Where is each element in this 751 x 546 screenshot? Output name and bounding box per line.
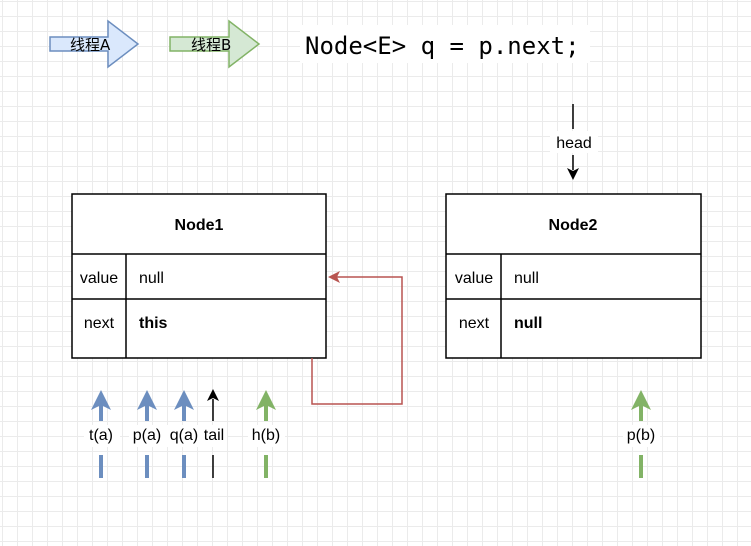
pointer-q-a: q(a): [167, 390, 201, 478]
node2-box: [445, 193, 702, 359]
node1: Node1 value null next this: [71, 193, 327, 359]
node1-box: [71, 193, 327, 359]
node2-next-field: next: [459, 315, 490, 332]
pointer-h-b-label-bg: [248, 425, 285, 447]
pointer-p-b-label-bg: [623, 425, 660, 447]
pointer-t-a-label: t(a): [89, 427, 113, 444]
node2-value-field: value: [455, 270, 493, 287]
head-label: head: [556, 135, 592, 152]
pointer-p-a-label-bg: [129, 425, 167, 447]
pointer-h-b-label: h(b): [252, 427, 280, 444]
pointer-tail-label-bg: [201, 425, 227, 447]
pointer-p-a-arrowhead: [137, 390, 157, 410]
pointer-t-a-label-bg: [84, 425, 120, 447]
pointer-tail-arrowhead: [207, 389, 219, 401]
legend-label-thread-b: 线程B: [191, 36, 231, 54]
legend-thread-a: 线程A: [49, 19, 140, 69]
pointer-h-b-arrowhead: [256, 390, 276, 410]
pointer-q-a-arrowhead: [174, 390, 194, 410]
pointer-p-b-arrowhead: [631, 390, 651, 410]
legend-label-thread-a: 线程A: [70, 36, 111, 54]
pointer-h-b: h(b): [248, 390, 285, 478]
pointer-t-a-arrowhead: [91, 390, 111, 410]
pointer-tail: tail: [201, 389, 227, 478]
node1-title: Node1: [175, 217, 224, 234]
pointer-p-b-label: p(b): [627, 427, 655, 444]
node1-next-field: next: [84, 315, 115, 332]
pointer-p-b: p(b): [623, 390, 660, 478]
pointer-q-a-label-bg: [167, 425, 201, 447]
node1-value: null: [139, 270, 164, 287]
node2-next: null: [514, 315, 542, 332]
code-line: Node<E> q = p.next;: [305, 32, 580, 60]
legend-thread-b: 线程B: [169, 19, 261, 69]
node1-self-link: [311, 271, 403, 405]
self-link-arrowhead: [328, 271, 340, 283]
head-label-background: [550, 131, 598, 153]
node1-value-field: value: [80, 270, 118, 287]
pointer-tail-label: tail: [204, 427, 224, 444]
head-pointer: head: [550, 104, 598, 180]
node2-title: Node2: [549, 217, 598, 234]
node2-value: null: [514, 270, 539, 287]
head-arrowhead: [567, 168, 579, 180]
pointer-q-a-label: q(a): [170, 427, 198, 444]
pointer-t-a: t(a): [84, 390, 120, 478]
code-background: [300, 25, 590, 63]
node2: Node2 value null next null: [445, 193, 702, 359]
thread-a-arrow-icon: [49, 19, 140, 69]
pointer-p-a: p(a): [129, 390, 167, 478]
self-link-line: [311, 276, 403, 405]
pointer-p-a-label: p(a): [133, 427, 161, 444]
thread-b-arrow-icon: [169, 19, 261, 69]
node1-next: this: [139, 315, 168, 332]
